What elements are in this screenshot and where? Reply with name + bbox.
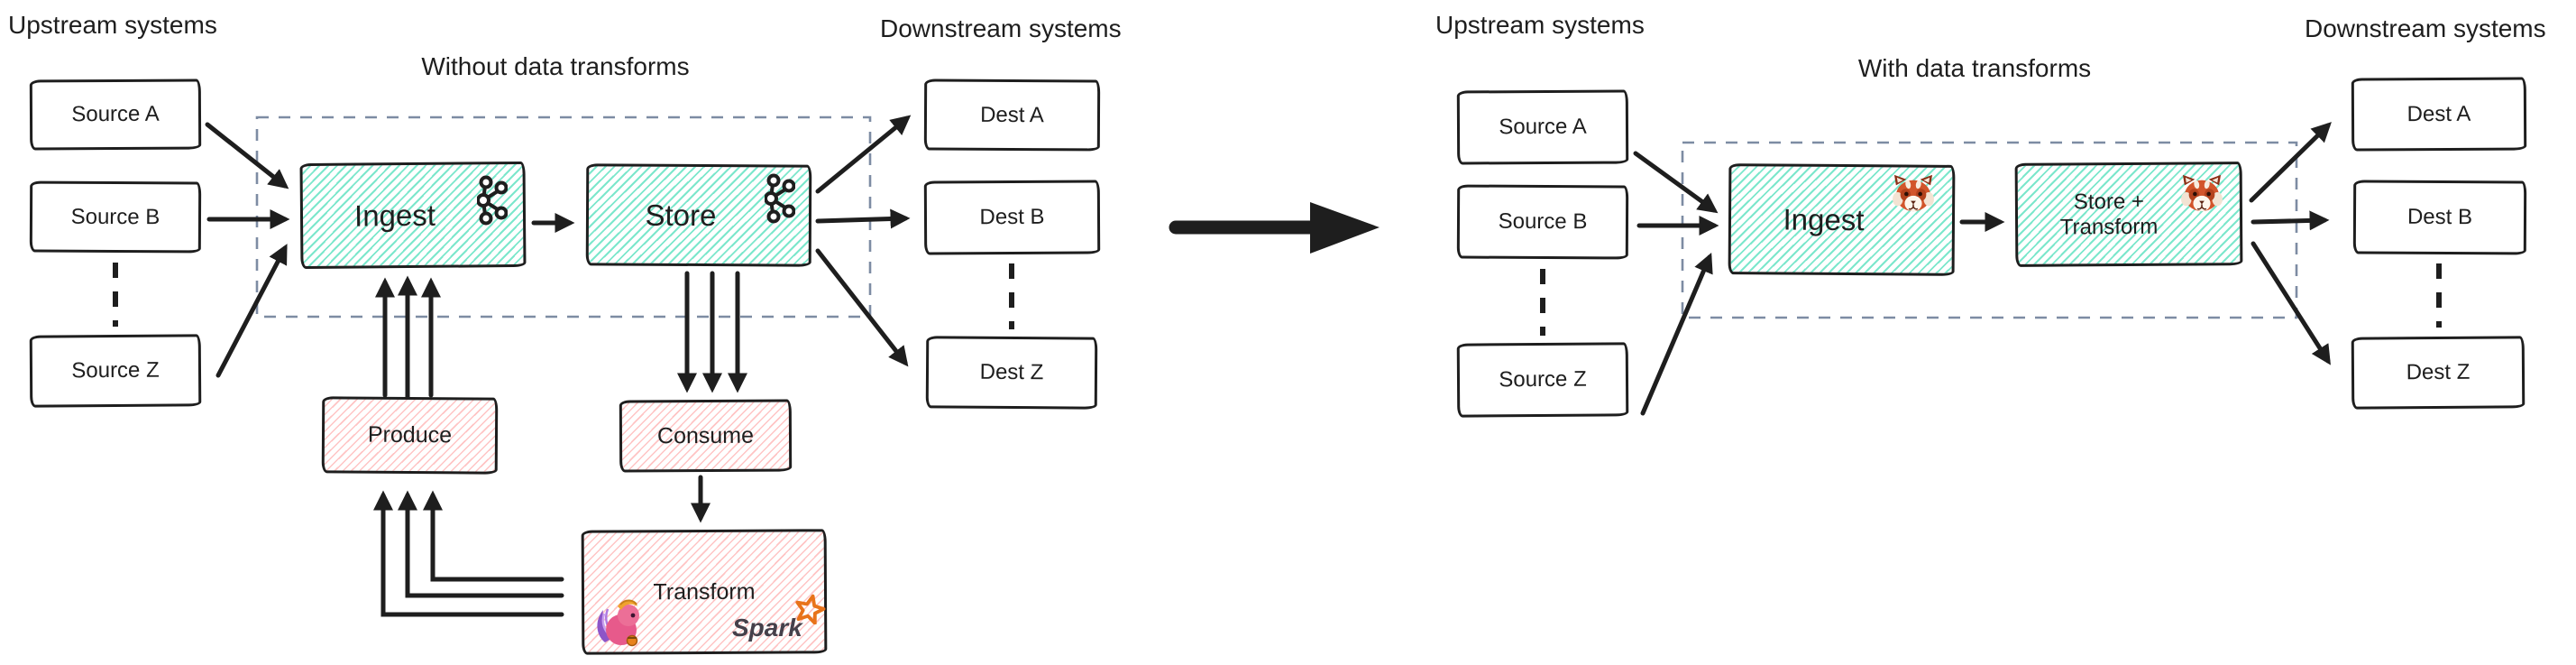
left-store-label: Store — [645, 198, 717, 232]
right-title: With data transforms — [1857, 54, 2092, 82]
produce-label: Produce — [367, 421, 453, 448]
consume-box: Consume — [619, 399, 793, 473]
redpanda-icon — [1893, 174, 1934, 212]
right-source-b-box: Source B — [1456, 184, 1629, 260]
right-source-z-box: Source Z — [1456, 342, 1629, 418]
flink-icon — [597, 599, 639, 647]
right-dest-b-box: Dest B — [2352, 180, 2527, 255]
spark-star-icon — [795, 594, 826, 624]
left-dest-z-box: Dest Z — [925, 336, 1098, 410]
left-dest-b-label: Dest B — [979, 205, 1045, 230]
left-dest-a-box: Dest A — [923, 79, 1101, 152]
transition-arrow — [1169, 202, 1380, 254]
left-source-b-box: Source B — [29, 180, 202, 254]
spark-logo: Spark — [732, 594, 826, 642]
store-transform-label-line2: Transform — [2059, 214, 2159, 240]
left-source-z-box: Source Z — [29, 334, 202, 408]
left-dest-z-label: Dest Z — [979, 359, 1044, 385]
right-downstream-label: Downstream systems — [2305, 14, 2546, 42]
right-source-a-label: Source A — [1499, 114, 1587, 140]
right-source-b-label: Source B — [1498, 208, 1588, 235]
right-source-a-box: Source A — [1456, 89, 1629, 165]
consume-label: Consume — [656, 422, 755, 448]
left-dest-b-box: Dest B — [923, 180, 1101, 255]
spark-text: Spark — [732, 614, 802, 642]
ellipsis-connectors — [113, 263, 2442, 336]
right-upstream-label: Upstream systems — [1435, 11, 1645, 39]
left-source-a-label: Source A — [71, 101, 160, 127]
right-dest-z-label: Dest Z — [2406, 359, 2471, 385]
right-dest-a-label: Dest A — [2406, 101, 2471, 126]
left-ingest-label: Ingest — [353, 198, 436, 233]
left-title: Without data transforms — [421, 52, 690, 80]
left-source-z-label: Source Z — [71, 357, 160, 383]
kafka-icon — [765, 173, 795, 224]
right-dest-z-box: Dest Z — [2351, 336, 2526, 410]
right-source-z-label: Source Z — [1499, 366, 1587, 393]
produce-box: Produce — [321, 396, 499, 475]
left-source-b-label: Source B — [70, 204, 160, 229]
right-ingest-label: Ingest — [1783, 202, 1865, 236]
store-transform-label-line1: Store + — [2073, 189, 2145, 215]
kafka-icon — [477, 175, 508, 226]
left-upstream-label: Upstream systems — [8, 11, 217, 39]
left-dest-a-label: Dest A — [980, 102, 1044, 127]
redpanda-icon — [2181, 174, 2223, 212]
left-source-a-box: Source A — [29, 79, 202, 151]
right-dest-a-box: Dest A — [2351, 77, 2527, 152]
left-downstream-label: Downstream systems — [880, 14, 1122, 42]
right-dest-b-label: Dest B — [2406, 205, 2473, 230]
